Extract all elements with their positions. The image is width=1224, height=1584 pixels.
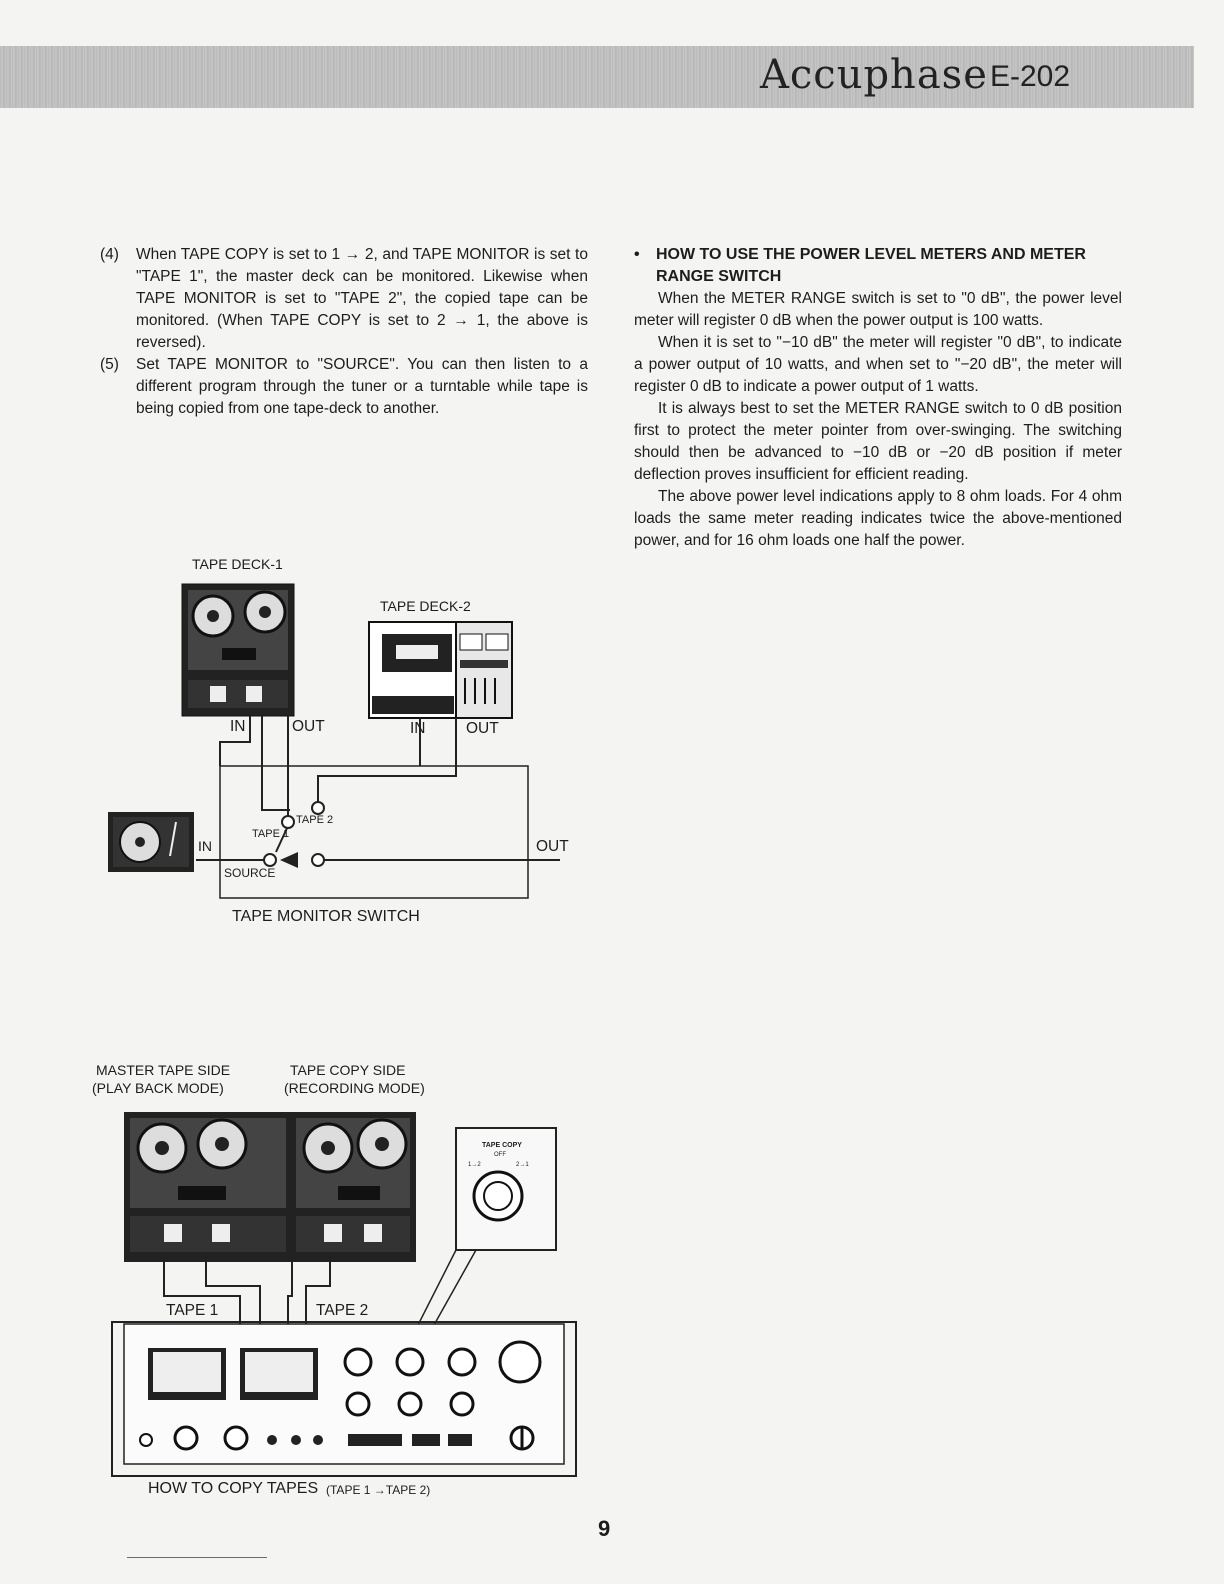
tape1-terminal <box>281 815 295 829</box>
deck1-in-label: IN <box>230 718 246 735</box>
tape-deck-1-label: TAPE DECK-1 <box>192 556 283 572</box>
copy-deck-icon <box>290 1112 416 1262</box>
tape2-connector-label: TAPE 2 <box>316 1302 369 1319</box>
model-number: E-202 <box>990 60 1071 93</box>
tape1-label: TAPE 1 <box>252 828 290 840</box>
input-label: IN <box>198 838 212 854</box>
deck2-in-label: IN <box>410 720 426 737</box>
turntable-icon <box>108 812 194 872</box>
page-number: 9 <box>598 1516 611 1541</box>
header-bar <box>0 46 1194 108</box>
item-number: (4) <box>100 246 119 263</box>
copy-mode-label: (RECORDING MODE) <box>284 1080 425 1096</box>
tape2-terminal <box>311 801 325 815</box>
diagram-caption: TAPE MONITOR SWITCH <box>232 908 420 925</box>
amplifier-icon <box>111 1321 577 1477</box>
item-text: Set TAPE MONITOR to "SOURCE". You can th… <box>136 356 588 417</box>
master-deck-icon <box>124 1112 292 1262</box>
knob-left: 1→2 <box>468 1162 481 1168</box>
paragraph: The above power level indications apply … <box>634 488 1122 549</box>
tape-wires <box>163 1262 331 1330</box>
output-label: OUT <box>536 838 569 855</box>
item-number: (5) <box>100 356 119 373</box>
master-mode-label: (PLAY BACK MODE) <box>92 1080 224 1096</box>
knob-off: OFF <box>494 1152 506 1158</box>
paragraph: When it is set to "−10 dB" the meter wil… <box>634 334 1122 395</box>
switch-box <box>219 765 529 899</box>
paragraph: When the METER RANGE switch is set to "0… <box>634 290 1122 329</box>
bullet-icon: • <box>634 246 640 263</box>
copy-side-label: TAPE COPY SIDE <box>290 1062 406 1078</box>
right-column: • HOW TO USE THE POWER LEVEL METERS AND … <box>634 244 1122 552</box>
deck1-out-label: OUT <box>292 718 325 735</box>
master-side-label: MASTER TAPE SIDE <box>96 1062 231 1078</box>
deck2-out-label: OUT <box>466 720 499 737</box>
footer-rule <box>127 1557 267 1558</box>
paragraph: It is always best to set the METER RANGE… <box>634 400 1122 483</box>
section-heading: • HOW TO USE THE POWER LEVEL METERS AND … <box>634 244 1122 288</box>
brand-logo: Accuphase <box>760 52 988 98</box>
left-column: (4) When TAPE COPY is set to 1 → 2, and … <box>100 244 588 420</box>
item-text: When TAPE COPY is set to 1 → 2, and TAPE… <box>136 246 588 351</box>
source-terminal <box>263 853 277 867</box>
tape2-label: TAPE 2 <box>296 814 334 826</box>
output-terminal <box>311 853 325 867</box>
list-item: (4) When TAPE COPY is set to 1 → 2, and … <box>100 244 588 354</box>
connection-wires <box>196 716 560 861</box>
tape-deck-2-icon <box>368 621 513 719</box>
source-label: SOURCE <box>224 866 276 880</box>
switch-arrow <box>280 852 298 868</box>
heading-text: HOW TO USE THE POWER LEVEL METERS AND ME… <box>656 246 1086 285</box>
list-item: (5) Set TAPE MONITOR to "SOURCE". You ca… <box>100 354 588 420</box>
tape-deck-2-label: TAPE DECK-2 <box>380 598 471 614</box>
tape1-connector-label: TAPE 1 <box>166 1302 219 1319</box>
knob-right: 2→1 <box>516 1162 529 1168</box>
copy-caption: HOW TO COPY TAPES <box>148 1480 319 1497</box>
knob-title: TAPE COPY <box>482 1142 522 1149</box>
copy-caption-sub: (TAPE 1 →TAPE 2) <box>326 1483 431 1497</box>
tape-deck-1-icon <box>181 583 295 717</box>
